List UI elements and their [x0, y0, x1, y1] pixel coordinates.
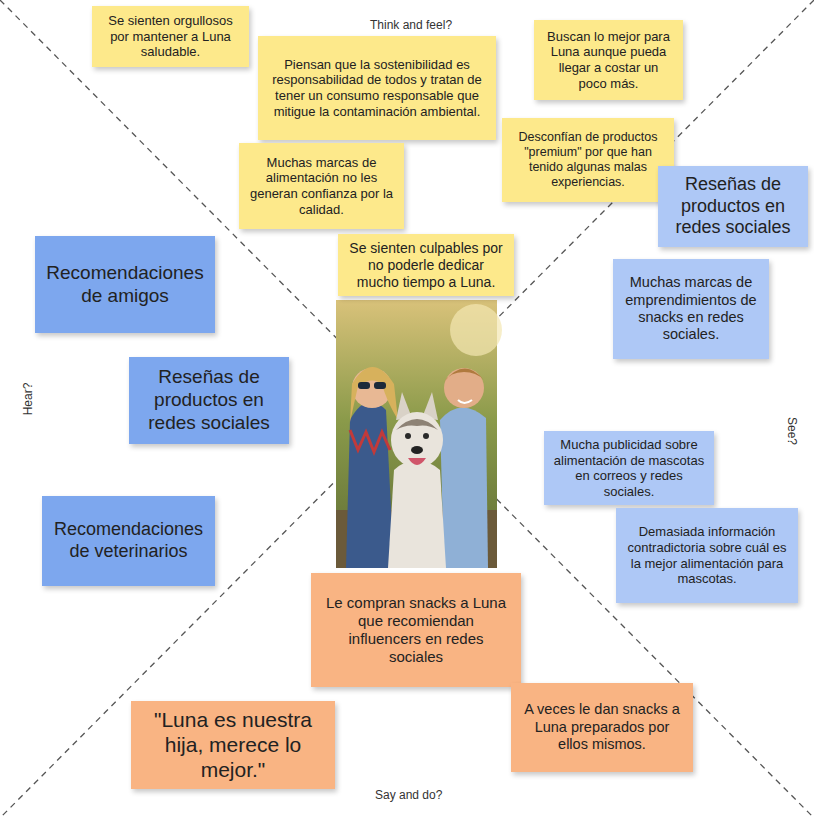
note-text: Desconfían de productos "premium" por qu… — [511, 130, 665, 190]
couple-dog-photo — [336, 300, 502, 568]
note-text: Se sienten culpables por no poderle dedi… — [347, 240, 505, 290]
think-feel-note: Desconfían de productos "premium" por qu… — [502, 118, 674, 202]
note-text: Buscan lo mejor para Luna aunque pueda l… — [543, 29, 674, 91]
quadrant-label: Hear? — [21, 383, 35, 416]
note-text: Le compran snacks a Luna que recomiendan… — [320, 594, 512, 666]
note-text: Piensan que la sostenibilidad es respons… — [267, 57, 487, 119]
note-text: Recomendaciones de amigos — [44, 262, 206, 308]
see-note: Muchas marcas de emprendimientos de snac… — [613, 259, 769, 359]
hear-note: Reseñas de productos en redes sociales — [129, 357, 289, 444]
think-feel-note: Se sienten orgullosos por mantener a Lun… — [92, 6, 249, 67]
quadrant-label: Say and do? — [375, 788, 442, 802]
note-text: Recomendaciones de veterinarios — [51, 519, 206, 562]
hear-note: Recomendaciones de amigos — [35, 236, 215, 333]
see-note: Demasiada información contradictoria sob… — [616, 508, 798, 603]
think-feel-note: Se sienten culpables por no poderle dedi… — [338, 234, 514, 296]
note-text: Muchas marcas de emprendimientos de snac… — [622, 274, 760, 344]
note-text: Se sienten orgullosos por mantener a Lun… — [101, 13, 240, 60]
think-feel-note: Buscan lo mejor para Luna aunque pueda l… — [534, 20, 683, 100]
see-note: Mucha publicidad sobre alimentación de m… — [544, 431, 714, 505]
hear-note: Recomendaciones de veterinarios — [42, 496, 215, 586]
think-feel-note: Piensan que la sostenibilidad es respons… — [258, 36, 496, 140]
think-feel-note: Muchas marcas de alimentación no les gen… — [239, 143, 404, 229]
note-text: Reseñas de productos en redes sociales — [667, 174, 799, 239]
see-note: Reseñas de productos en redes sociales — [658, 166, 808, 247]
quadrant-label: See? — [785, 417, 799, 445]
say-do-note: "Luna es nuestra hija, merece lo mejor." — [131, 701, 335, 789]
note-text: Mucha publicidad sobre alimentación de m… — [553, 437, 705, 499]
quadrant-label: Think and feel? — [370, 18, 452, 32]
note-text: Demasiada información contradictoria sob… — [625, 524, 789, 586]
note-text: Muchas marcas de alimentación no les gen… — [248, 155, 395, 217]
say-do-note: Le compran snacks a Luna que recomiendan… — [311, 573, 521, 687]
note-text: Reseñas de productos en redes sociales — [138, 366, 280, 434]
note-text: A veces le dan snacks a Luna preparados … — [520, 701, 684, 753]
note-text: "Luna es nuestra hija, merece lo mejor." — [140, 707, 326, 783]
say-do-note: A veces le dan snacks a Luna preparados … — [511, 683, 693, 772]
